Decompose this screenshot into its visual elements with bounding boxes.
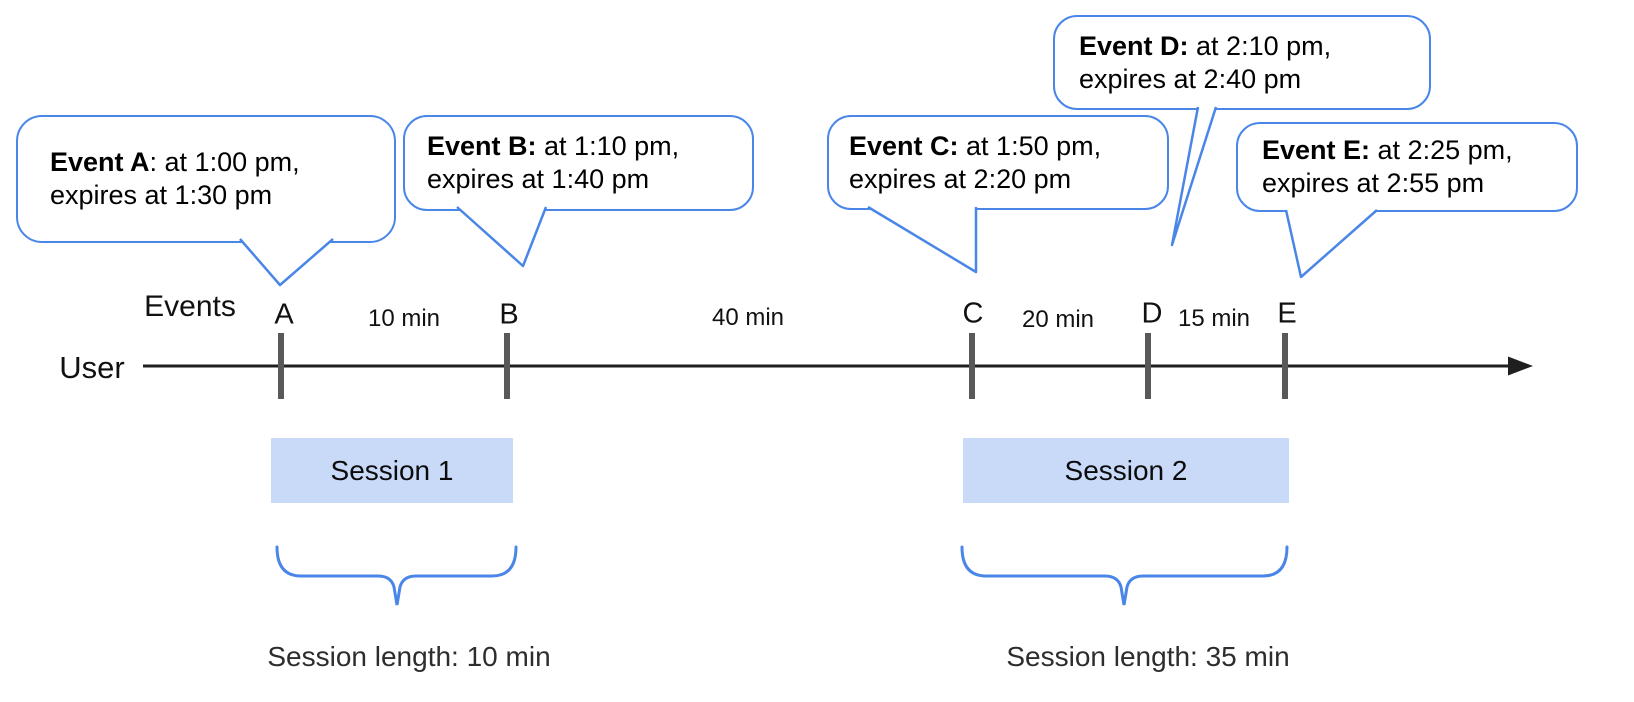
gap-d-e-label: 15 min	[1177, 305, 1251, 332]
gap-a-b-label: 10 min	[367, 305, 441, 332]
session-2-box: Session 2	[963, 438, 1289, 503]
event-d-callout-title: Event D:	[1079, 30, 1189, 61]
event-c-callout-line2: expires at 2:20 pm	[849, 163, 1072, 194]
tick-event-a	[278, 333, 284, 399]
user-axis-label: User	[59, 350, 125, 385]
event-c-callout-title: Event C:	[849, 130, 959, 161]
tick-event-d	[1145, 333, 1151, 399]
event-d-callout-line2: expires at 2:40 pm	[1079, 63, 1302, 94]
tick-event-c	[969, 333, 975, 399]
event-b-callout-tail	[456, 206, 548, 268]
session-1-box: Session 1	[271, 438, 513, 503]
event-c-callout-tail	[867, 205, 978, 274]
event-e-callout-title: Event E:	[1262, 135, 1371, 165]
event-e-label: E	[1277, 297, 1297, 330]
gap-c-d-label: 20 min	[1021, 306, 1095, 333]
session-1-label: Session 1	[330, 454, 454, 486]
event-e-callout-line2: expires at 2:55 pm	[1262, 168, 1485, 198]
tick-event-b	[504, 333, 510, 399]
event-e-callout-tail	[1284, 209, 1378, 279]
event-b-label: B	[499, 298, 519, 331]
event-a-callout: Event A: at 1:00 pm, expires at 1:30 pm	[16, 115, 396, 243]
event-a-callout-tail	[239, 238, 334, 287]
event-c-label: C	[962, 297, 984, 330]
events-axis-label: Events	[144, 290, 236, 323]
event-b-callout-line2: expires at 1:40 pm	[427, 164, 650, 194]
event-d-callout-line1: Event D: at 2:10 pm,	[1079, 30, 1332, 61]
tick-event-e	[1282, 333, 1288, 399]
session-2-brace	[960, 545, 1289, 606]
session-1-brace	[275, 545, 518, 606]
event-d-label: D	[1141, 297, 1163, 330]
session-1-length-label: Session length: 10 min	[267, 641, 551, 672]
event-a-callout-line1: Event A: at 1:00 pm,	[50, 147, 300, 177]
session-2-length-label: Session length: 35 min	[1006, 641, 1290, 672]
event-a-label: A	[274, 298, 294, 331]
event-d-callout-tail	[1170, 106, 1218, 247]
event-b-callout-line1: Event B: at 1:10 pm,	[427, 131, 680, 161]
event-e-callout-line1: Event E: at 2:25 pm,	[1262, 135, 1513, 165]
event-b-callout: Event B: at 1:10 pm, expires at 1:40 pm	[403, 115, 754, 211]
event-d-callout: Event D: at 2:10 pm, expires at 2:40 pm	[1053, 15, 1431, 110]
event-b-callout-title: Event B:	[427, 131, 537, 161]
event-c-callout-line1: Event C: at 1:50 pm,	[849, 130, 1102, 161]
gap-b-c-label: 40 min	[711, 304, 785, 331]
event-e-callout: Event E: at 2:25 pm, expires at 2:55 pm	[1236, 122, 1578, 212]
session-2-label: Session 2	[1064, 454, 1188, 486]
event-c-callout: Event C: at 1:50 pm, expires at 2:20 pm	[827, 115, 1169, 210]
event-a-callout-line2: expires at 1:30 pm	[50, 180, 273, 210]
timeline-arrowhead-icon	[1508, 356, 1533, 376]
event-a-callout-title: Event A	[50, 147, 150, 177]
